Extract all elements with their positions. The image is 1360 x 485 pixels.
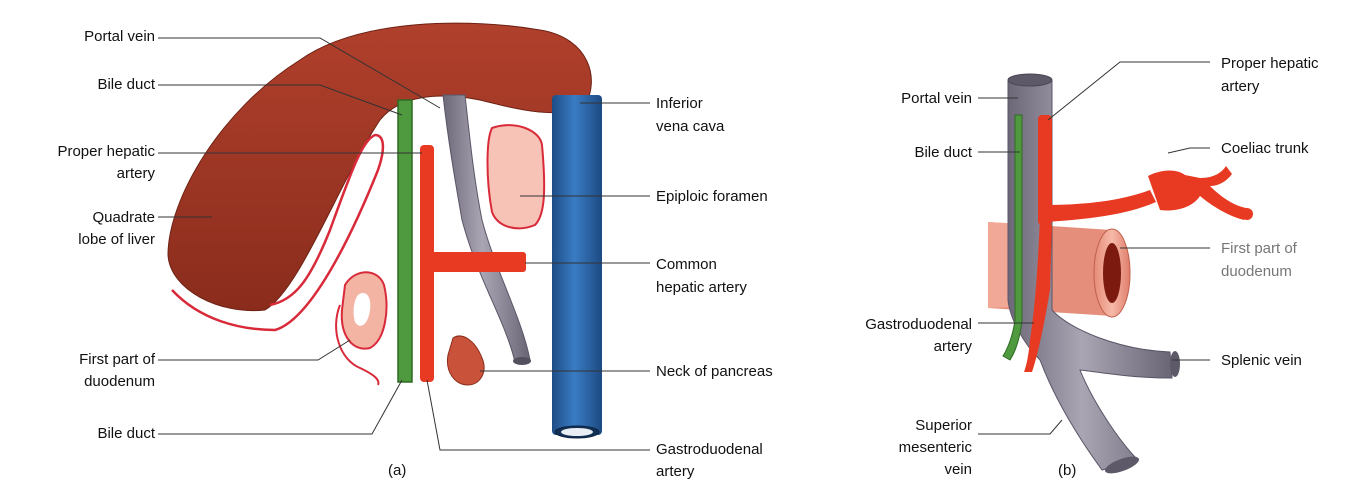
- label-superior-mesenteric-3: vein: [820, 460, 972, 479]
- label-gastroduodenal-a-1: Gastroduodenal: [656, 440, 763, 459]
- label-proper-hepatic-b-1: Proper hepatic: [1221, 54, 1319, 73]
- common-hepatic-artery-a: [428, 252, 526, 272]
- label-bile-duct-bottom-a: Bile duct: [20, 424, 155, 443]
- label-inferior-vena-cava-2: vena cava: [656, 117, 724, 136]
- label-inferior-vena-cava-1: Inferior: [656, 94, 703, 113]
- neck-of-pancreas: [447, 336, 484, 385]
- label-epiploic-foramen: Epiploic foramen: [656, 187, 768, 206]
- label-proper-hepatic-b-2: artery: [1221, 77, 1259, 96]
- label-first-part-duodenum-a-1: First part of: [20, 350, 155, 369]
- label-first-part-duodenum-a-2: duodenum: [20, 372, 155, 391]
- label-gastroduodenal-b-1: Gastroduodenal: [820, 315, 972, 334]
- label-bile-duct-top-a: Bile duct: [20, 75, 155, 94]
- epiploic-foramen: [488, 125, 545, 228]
- label-superior-mesenteric-1: Superior: [820, 416, 972, 435]
- label-gastroduodenal-a-2: artery: [656, 462, 694, 481]
- label-first-part-duodenum-b-2: duodenum: [1221, 262, 1292, 281]
- label-splenic-vein: Splenic vein: [1221, 351, 1302, 370]
- label-first-part-duodenum-b-1: First part of: [1221, 239, 1297, 258]
- label-neck-of-pancreas: Neck of pancreas: [656, 362, 773, 381]
- label-common-hepatic-2: hepatic artery: [656, 278, 747, 297]
- label-gastroduodenal-b-2: artery: [820, 337, 972, 356]
- caption-b: (b): [1058, 462, 1076, 479]
- label-portal-vein-a: Portal vein: [20, 27, 155, 46]
- bile-duct-a: [398, 100, 412, 382]
- label-quadrate-lobe-1: Quadrate: [20, 208, 155, 227]
- label-bile-duct-b: Bile duct: [820, 143, 972, 162]
- caption-a: (a): [388, 462, 406, 479]
- label-coeliac-trunk: Coeliac trunk: [1221, 139, 1309, 158]
- label-quadrate-lobe-2: lobe of liver: [20, 230, 155, 249]
- label-proper-hepatic-a-1: Proper hepatic: [20, 142, 155, 161]
- label-common-hepatic-1: Common: [656, 255, 717, 274]
- panel-b: [988, 74, 1253, 477]
- inferior-vena-cava: [552, 95, 602, 435]
- label-proper-hepatic-a-2: artery: [20, 164, 155, 183]
- label-portal-vein-b: Portal vein: [820, 89, 972, 108]
- label-superior-mesenteric-2: mesenteric: [820, 438, 972, 457]
